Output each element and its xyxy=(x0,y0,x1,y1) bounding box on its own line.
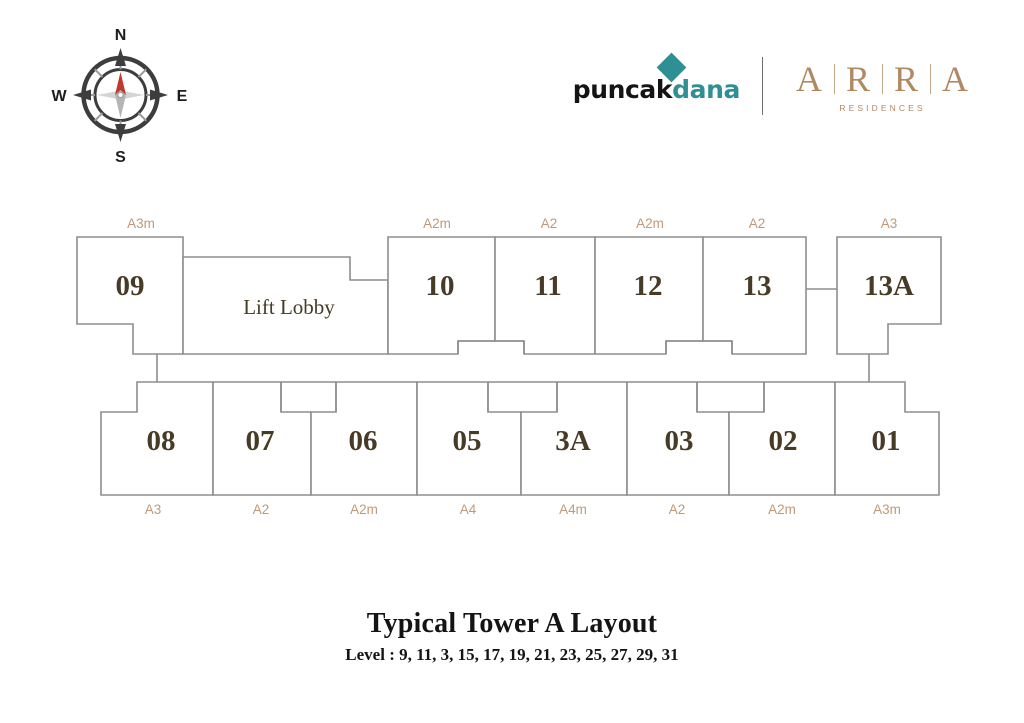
unit-shape-13A xyxy=(836,236,942,355)
arra-letter-1: A xyxy=(795,59,823,99)
compass-label-east: E xyxy=(177,88,188,105)
type-label-01: A3m xyxy=(873,502,901,517)
lift-lobby-label: Lift Lobby xyxy=(243,295,335,319)
brand-logos: puncak dana A R R A RESIDENCES xyxy=(572,52,980,117)
balcony-07-06 xyxy=(280,381,337,412)
type-label-10: A2m xyxy=(423,216,451,231)
unit-number-05: 05 xyxy=(453,425,482,457)
compass-label-west: W xyxy=(51,88,67,105)
floorplan-diagram: A3m A2m A2 A2m A2 A3 09 Lift Lobby 10 11… xyxy=(76,216,942,517)
balcony-05-3A xyxy=(487,381,558,412)
unit-number-02: 02 xyxy=(769,425,798,457)
unit-number-07: 07 xyxy=(246,425,275,457)
arra-separator-1 xyxy=(833,64,835,94)
puncakdana-wordmark-teal: dana xyxy=(672,74,740,104)
unit-number-12: 12 xyxy=(634,270,663,302)
compass-cardinal-points xyxy=(73,48,168,142)
unit-number-08: 08 xyxy=(147,425,176,457)
arra-wordmark: A R R A xyxy=(785,61,980,97)
compass-label-north: N xyxy=(115,27,127,44)
balcony-03-02 xyxy=(696,381,765,412)
compass-needle-south xyxy=(115,90,126,118)
unit-number-11: 11 xyxy=(534,270,561,302)
compass-center-pin xyxy=(117,91,124,99)
type-label-3A: A4m xyxy=(559,502,587,517)
balcony-12-13 xyxy=(665,340,733,354)
unit-number-01: 01 xyxy=(872,425,901,457)
balcony-10-11 xyxy=(457,340,525,354)
type-label-13A: A3 xyxy=(881,216,898,231)
unit-shape-01 xyxy=(834,381,940,496)
unit-number-03: 03 xyxy=(665,425,694,457)
arra-separator-2 xyxy=(881,64,883,94)
unit-number-09: 09 xyxy=(116,270,145,302)
compass-rose: N S W E xyxy=(48,22,193,167)
arra-letter-4: A xyxy=(942,59,969,99)
brand-divider xyxy=(761,57,763,115)
page-title: Typical Tower A Layout xyxy=(366,608,658,639)
plan-caption: Typical Tower A Layout Level : 9, 11, 3,… xyxy=(0,608,1024,665)
arra-logo: A R R A RESIDENCES xyxy=(785,59,980,113)
type-label-11: A2 xyxy=(541,216,558,231)
type-label-03: A2 xyxy=(669,502,686,517)
type-label-09: A3m xyxy=(127,216,155,231)
type-label-12: A2m xyxy=(636,216,664,231)
puncakdana-logo: puncak dana xyxy=(572,52,740,104)
type-label-06: A2m xyxy=(350,502,378,517)
unit-number-10: 10 xyxy=(426,270,455,302)
type-label-07: A2 xyxy=(253,502,270,517)
arra-separator-3 xyxy=(930,64,931,94)
puncakdana-wordmark-dark: puncak xyxy=(572,74,673,104)
unit-number-13: 13 xyxy=(743,270,772,302)
type-label-02: A2m xyxy=(768,502,796,517)
compass-svg: N S W E xyxy=(51,27,188,166)
arra-letter-2: R xyxy=(845,59,871,99)
plan-levels: Level : 9, 11, 3, 15, 17, 19, 21, 23, 25… xyxy=(345,645,679,664)
arra-subtitle: RESIDENCES xyxy=(839,103,926,113)
type-label-08: A3 xyxy=(145,502,162,517)
unit-shape-09 xyxy=(76,236,184,355)
arra-letter-3: R xyxy=(893,59,919,99)
unit-number-3A: 3A xyxy=(555,425,591,457)
type-label-13: A2 xyxy=(749,216,766,231)
floorplan-container: A3m A2m A2 A2m A2 A3 09 Lift Lobby 10 11… xyxy=(0,196,1024,536)
unit-number-06: 06 xyxy=(349,425,378,457)
unit-number-13A: 13A xyxy=(864,270,914,302)
compass-label-south: S xyxy=(115,149,126,166)
type-label-05: A4 xyxy=(460,502,477,517)
